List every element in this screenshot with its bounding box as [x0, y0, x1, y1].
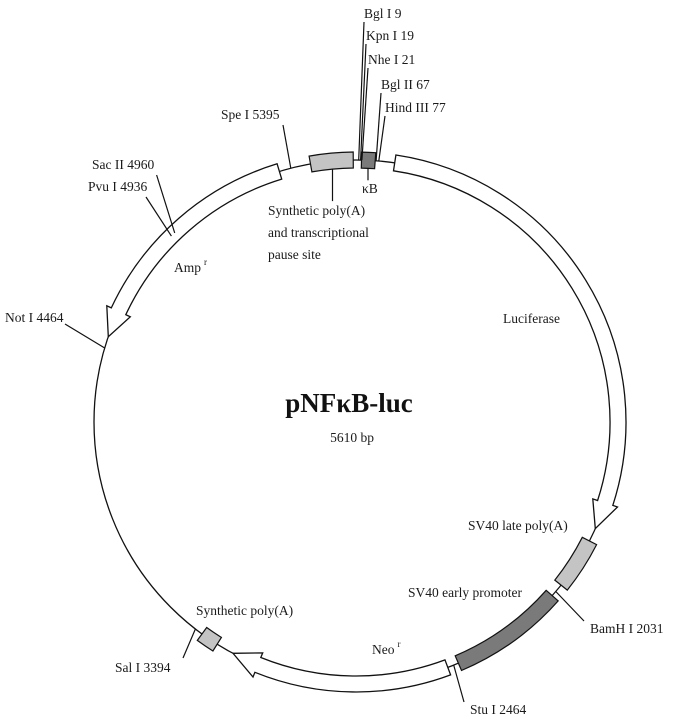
- restriction-site: Bgl I 9: [358, 6, 402, 161]
- restriction-site: Sal I 3394: [115, 628, 196, 675]
- restriction-site: Spe I 5395: [221, 107, 292, 169]
- restriction-site-layer: Bgl I 9 Kpn I 19 Nhe I 21 Bgl II 67 Hind III…: [5, 6, 664, 717]
- site-label: Spe I 5395: [221, 107, 280, 122]
- site-label: Nhe I 21: [368, 52, 415, 67]
- feature-sv40-late-polya: SV40 late poly(A): [468, 518, 598, 591]
- synthetic-polya-label: Synthetic poly(A): [196, 603, 293, 618]
- site-label: Bgl II 67: [381, 77, 430, 92]
- luciferase-label: Luciferase: [503, 311, 560, 326]
- kb-box: [360, 151, 377, 170]
- site-leader: [378, 115, 386, 162]
- restriction-site: Pvu I 4936: [88, 179, 172, 237]
- synthetic-polya-pause-box: [308, 151, 354, 173]
- feature-kb: κB: [360, 151, 378, 196]
- sv40-early-promoter-box: [454, 589, 560, 672]
- amp-label-superscript: r: [204, 257, 207, 267]
- site-leader: [145, 196, 172, 237]
- neo-label-superscript: r: [398, 639, 401, 649]
- site-leader: [156, 174, 176, 234]
- sv40-early-promoter-label: SV40 early promoter: [408, 585, 522, 600]
- site-leader: [360, 43, 367, 161]
- synthetic-polya-pause-label-line: Synthetic poly(A): [268, 203, 365, 218]
- site-leader: [358, 21, 365, 161]
- site-label: BamH I 2031: [590, 621, 664, 636]
- site-leader: [282, 124, 292, 169]
- feature-synthetic-polya: Synthetic poly(A): [196, 603, 293, 652]
- site-leader: [375, 92, 382, 161]
- site-label: Sal I 3394: [115, 660, 171, 675]
- plasmid-title: pNFκB-luc: [285, 388, 413, 418]
- site-leader: [361, 67, 369, 161]
- site-label: Kpn I 19: [366, 28, 414, 43]
- feature-luciferase: Luciferase: [392, 154, 627, 531]
- feature-sv40-early-promoter: SV40 early promoter: [408, 585, 560, 672]
- site-label: Bgl I 9: [364, 6, 402, 21]
- site-label: Not I 4464: [5, 310, 64, 325]
- restriction-site: Bgl II 67: [375, 77, 430, 161]
- site-leader: [182, 628, 196, 659]
- synthetic-polya-pause-label-line: and transcriptional: [268, 225, 369, 240]
- site-label: Pvu I 4936: [88, 179, 148, 194]
- luciferase-arrow: [392, 154, 627, 531]
- feature-synthetic-polya-pause: Synthetic poly(A) and transcriptional paus…: [268, 151, 369, 262]
- restriction-site: Stu I 2464: [453, 664, 527, 717]
- restriction-site: Kpn I 19: [360, 28, 414, 161]
- sv40-late-polya-label: SV40 late poly(A): [468, 518, 568, 533]
- restriction-site: Hind III 77: [378, 100, 446, 162]
- restriction-site: BamH I 2031: [555, 591, 664, 636]
- synthetic-polya-box: [196, 626, 223, 652]
- kb-label: κB: [362, 181, 378, 196]
- restriction-site: Nhe I 21: [361, 52, 415, 161]
- site-label: Stu I 2464: [470, 702, 527, 717]
- site-label: Sac II 4960: [92, 157, 154, 172]
- site-leader: [453, 664, 465, 703]
- site-leader: [64, 323, 106, 349]
- synthetic-polya-pause-label-line: pause site: [268, 247, 321, 262]
- amp-arrow: [106, 162, 283, 339]
- sv40-late-polya-box: [553, 536, 598, 591]
- restriction-site: Sac II 4960: [92, 157, 176, 234]
- plasmid-size: 5610 bp: [330, 430, 374, 445]
- neo-arrow: [231, 652, 452, 693]
- site-leader: [555, 591, 585, 622]
- restriction-site: Not I 4464: [5, 310, 106, 349]
- site-label: Hind III 77: [385, 100, 446, 115]
